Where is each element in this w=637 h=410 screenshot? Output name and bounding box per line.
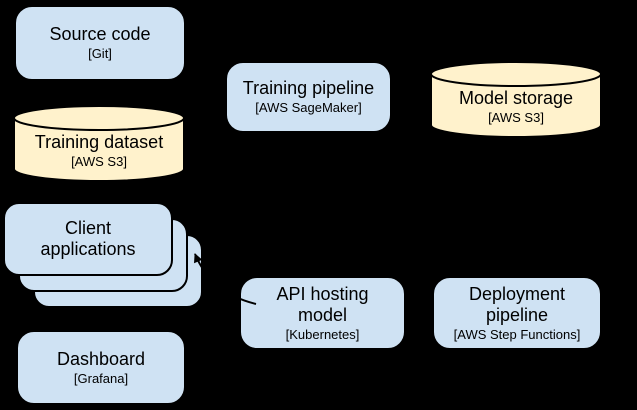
- node-dashboard: Dashboard [Grafana]: [16, 330, 186, 405]
- node-training-pipeline-label: Training pipeline: [242, 78, 375, 98]
- node-dashboard-tech: [Grafana]: [73, 370, 129, 386]
- node-training-dataset-label: Training dataset: [34, 132, 164, 152]
- node-training-dataset: Training dataset [AWS S3]: [13, 105, 185, 183]
- cylinder-shape: [13, 105, 185, 182]
- node-model-storage-tech: [AWS S3]: [488, 110, 544, 125]
- cylinder-top-ellipse: [13, 105, 185, 131]
- node-training-pipeline-tech: [AWS SageMaker]: [255, 100, 362, 115]
- node-source-code: Source code [Git]: [14, 5, 186, 81]
- node-client-applications-label: Client applications: [40, 218, 136, 259]
- node-api-hosting-model-tech: [Kubernetes]: [285, 326, 360, 342]
- node-client-applications: Client applications: [3, 202, 173, 276]
- node-source-code-label: Source code: [49, 24, 151, 44]
- node-model-storage-label: Model storage: [458, 88, 574, 108]
- node-source-code-tech: [Git]: [88, 46, 112, 61]
- cylinder-shape: [430, 61, 602, 138]
- node-deployment-pipeline-label: Deployment pipeline: [468, 283, 566, 325]
- node-deployment-pipeline: Deployment pipeline [AWS Step Functions]: [432, 276, 602, 350]
- node-api-hosting-model: API hosting model [Kubernetes]: [239, 276, 406, 350]
- node-deployment-pipeline-tech: [AWS Step Functions]: [453, 326, 581, 342]
- node-training-dataset-tech: [AWS S3]: [71, 154, 127, 169]
- node-model-storage: Model storage [AWS S3]: [430, 61, 602, 139]
- cylinder-top-ellipse: [430, 61, 602, 87]
- node-training-pipeline: Training pipeline [AWS SageMaker]: [225, 61, 392, 133]
- node-api-hosting-model-label: API hosting model: [276, 283, 369, 325]
- node-dashboard-label: Dashboard: [56, 348, 146, 369]
